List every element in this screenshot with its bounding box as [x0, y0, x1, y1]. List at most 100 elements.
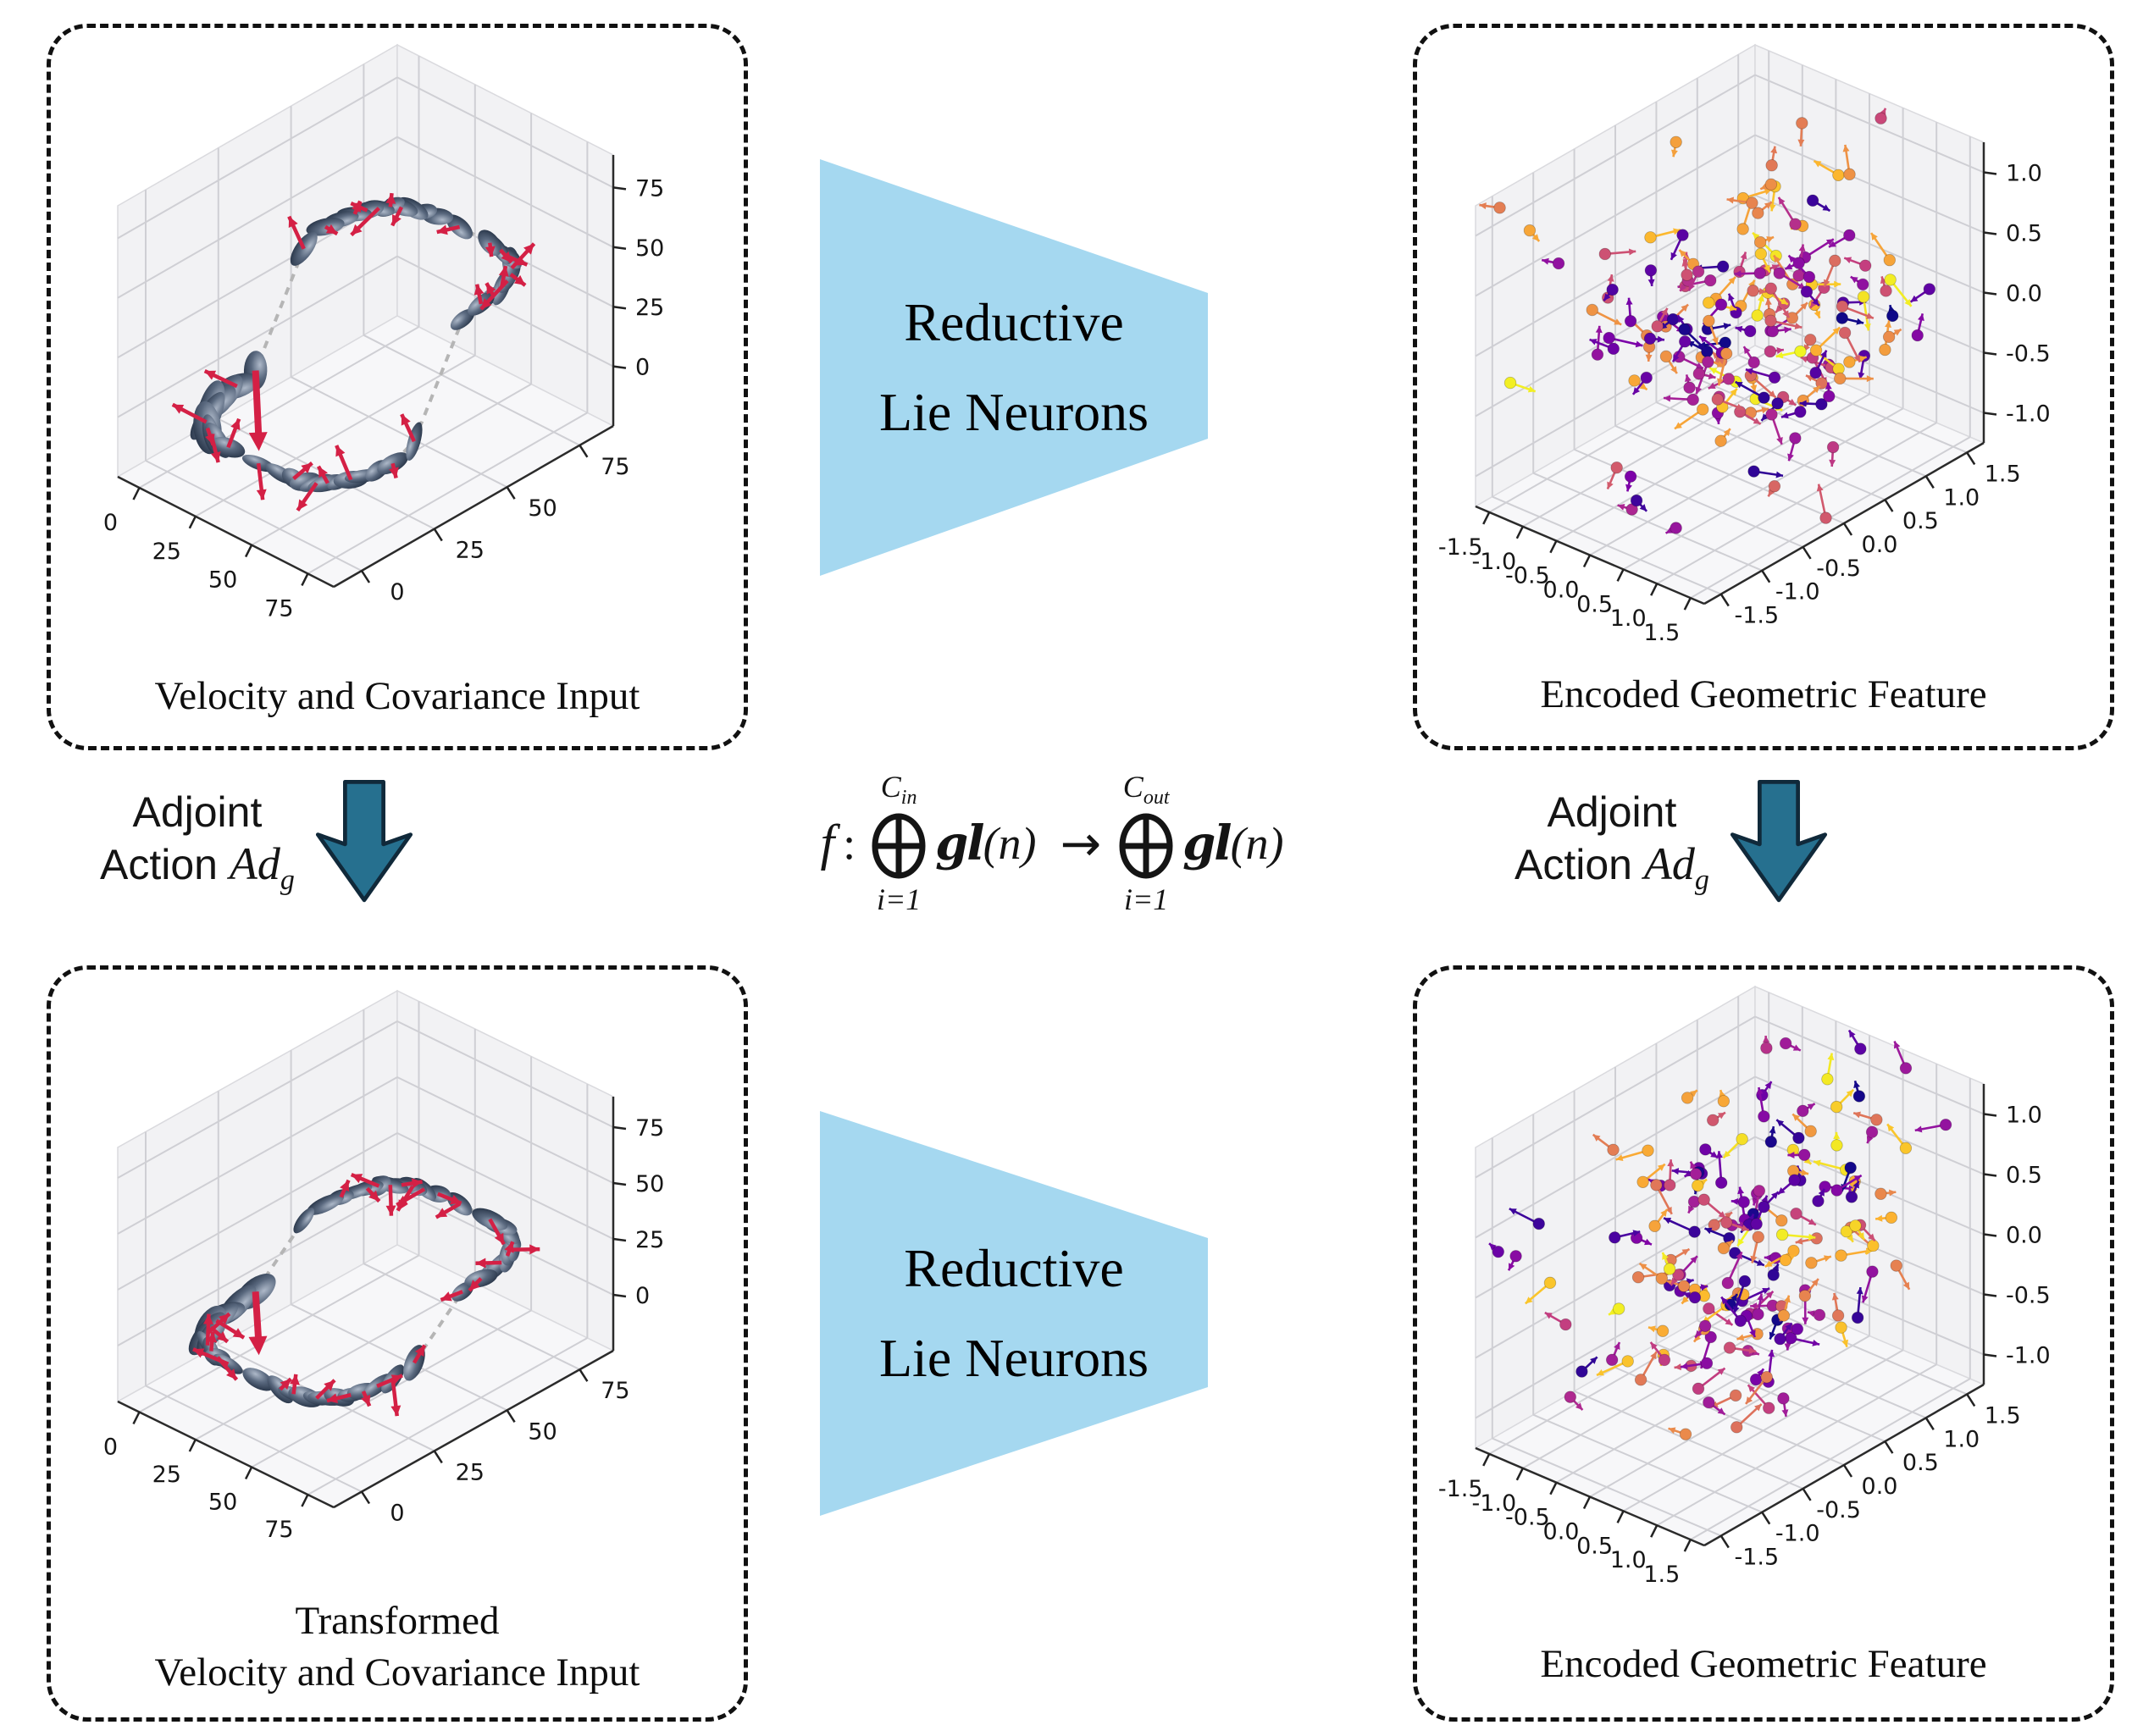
svg-text:1.0: 1.0 — [1943, 484, 1980, 511]
encoder-block-top: Reductive Lie Neurons — [820, 159, 1208, 576]
svg-text:75: 75 — [635, 1115, 664, 1142]
svg-text:-0.5: -0.5 — [1816, 556, 1861, 582]
lie-algebra-symbol: gl — [935, 815, 984, 871]
caption-velocity-input: Velocity and Covariance Input — [154, 673, 640, 718]
svg-text:0: 0 — [103, 510, 118, 536]
svg-text:0.0: 0.0 — [1543, 578, 1580, 604]
svg-text:1.0: 1.0 — [2006, 161, 2042, 187]
svg-text:50: 50 — [635, 1171, 664, 1197]
svg-text:0.0: 0.0 — [2006, 1223, 2042, 1249]
lie-algebra-symbol: gl — [1182, 815, 1232, 871]
svg-text:25: 25 — [456, 538, 485, 564]
svg-text:25: 25 — [635, 295, 664, 321]
svg-text:-1.0: -1.0 — [2006, 1343, 2051, 1369]
maps-to-arrow: → — [1060, 814, 1102, 872]
svg-text:0.0: 0.0 — [1543, 1519, 1580, 1545]
svg-text:0.0: 0.0 — [2006, 281, 2042, 307]
down-arrow-icon — [1730, 779, 1827, 903]
svg-text:75: 75 — [264, 1517, 293, 1543]
svg-text:-0.5: -0.5 — [2006, 1283, 2051, 1309]
svg-text:0.5: 0.5 — [2006, 221, 2042, 247]
svg-text:75: 75 — [635, 175, 664, 202]
svg-text:-0.5: -0.5 — [1505, 563, 1550, 589]
svg-text:-1.0: -1.0 — [2006, 401, 2051, 428]
encoder-label-line: Reductive — [904, 1238, 1124, 1299]
svg-text:1.5: 1.5 — [1985, 461, 2021, 487]
sum-lower-limit: i=1 — [1123, 882, 1169, 917]
svg-text:0.5: 0.5 — [1576, 591, 1613, 617]
encoder-block-bottom: Reductive Lie Neurons — [820, 1111, 1208, 1516]
svg-text:1.0: 1.0 — [2006, 1103, 2042, 1129]
encoder-label-top: Reductive Lie Neurons — [820, 159, 1208, 576]
svg-text:1.5: 1.5 — [1985, 1402, 2021, 1429]
svg-text:25: 25 — [152, 1462, 181, 1488]
svg-text:1.0: 1.0 — [1610, 605, 1647, 632]
svg-text:-1.0: -1.0 — [1471, 549, 1516, 575]
caption-encoded-feature-bottom: Encoded Geometric Feature — [1540, 1641, 1987, 1686]
svg-text:75: 75 — [601, 1378, 629, 1404]
svg-text:-0.5: -0.5 — [1505, 1505, 1550, 1531]
svg-text:75: 75 — [264, 595, 293, 622]
svg-text:1.0: 1.0 — [1610, 1547, 1647, 1573]
svg-text:0.0: 0.0 — [1862, 532, 1898, 558]
svg-text:25: 25 — [635, 1227, 664, 1253]
adjoint-action-left: Adjoint Action Adg — [100, 776, 420, 909]
svg-text:-0.5: -0.5 — [2006, 341, 2051, 368]
svg-text:0.5: 0.5 — [2006, 1163, 2042, 1189]
svg-text:0: 0 — [390, 579, 404, 605]
direct-sum-icon — [1119, 813, 1173, 879]
svg-text:0.0: 0.0 — [1862, 1473, 1898, 1500]
svg-text:-1.5: -1.5 — [1438, 534, 1483, 561]
sum-upper-limit: Cout — [1122, 769, 1170, 810]
svg-text:-1.5: -1.5 — [1438, 1476, 1483, 1502]
encoder-trapezoid-icon — [820, 1111, 1208, 1516]
adjoint-label-left: Adjoint Action Adg — [100, 788, 295, 896]
svg-text:0.5: 0.5 — [1576, 1533, 1613, 1559]
svg-text:50: 50 — [528, 495, 557, 522]
svg-text:0: 0 — [103, 1435, 118, 1461]
sum-upper-limit: Cin — [880, 769, 917, 810]
formula-lie-algebra-map: f : Cin i=1 gl (n) → Cout i=1 gl (n) — [713, 752, 1399, 934]
caption-transformed-input: Transformed Velocity and Covariance Inpu… — [51, 1595, 744, 1699]
caption-encoded-feature-top: Encoded Geometric Feature — [1540, 672, 1987, 716]
svg-text:-1.5: -1.5 — [1734, 603, 1779, 629]
encoder-label-bottom: Reductive Lie Neurons — [820, 1111, 1208, 1516]
svg-text:0.5: 0.5 — [1902, 508, 1939, 534]
adjoint-label-right: Adjoint Action Adg — [1515, 788, 1709, 896]
encoder-label-line: Lie Neurons — [878, 1328, 1149, 1388]
svg-text:75: 75 — [601, 454, 629, 480]
plot-encoded-feature-top: -1.5-1.0-0.50.00.51.01.5-1.5-1.0-0.50.00… — [1438, 43, 2051, 646]
encoder-trapezoid-icon — [820, 159, 1208, 576]
svg-text:-1.0: -1.0 — [1775, 579, 1820, 605]
svg-text:-0.5: -0.5 — [1816, 1497, 1861, 1523]
direct-sum-group-out: Cout i=1 — [1118, 771, 1174, 915]
encoder-label-line: Reductive — [904, 292, 1124, 353]
direct-sum-group-in: Cin i=1 — [871, 771, 927, 915]
svg-text:0: 0 — [390, 1501, 404, 1527]
down-arrow-icon — [315, 779, 413, 903]
adjoint-action-right: Adjoint Action Adg — [1515, 776, 1835, 909]
formula-function: f — [820, 815, 835, 871]
svg-text:50: 50 — [635, 235, 664, 262]
svg-text:50: 50 — [528, 1418, 557, 1445]
lie-algebra-args: (n) — [1230, 817, 1284, 869]
caption-line: Velocity and Covariance Input — [154, 1650, 640, 1695]
svg-text:0: 0 — [635, 355, 650, 381]
svg-text:25: 25 — [456, 1459, 485, 1485]
sum-lower-limit: i=1 — [876, 882, 922, 917]
plot-encoded-feature-bottom: -1.5-1.0-0.50.00.51.01.5-1.5-1.0-0.50.00… — [1438, 985, 2051, 1588]
formula-colon: : — [843, 817, 856, 869]
svg-text:-1.0: -1.0 — [1471, 1490, 1516, 1517]
svg-text:1.0: 1.0 — [1943, 1426, 1980, 1452]
svg-text:-1.0: -1.0 — [1775, 1521, 1820, 1547]
svg-text:1.5: 1.5 — [1643, 620, 1680, 646]
svg-text:25: 25 — [152, 539, 181, 565]
svg-text:0: 0 — [635, 1283, 650, 1309]
